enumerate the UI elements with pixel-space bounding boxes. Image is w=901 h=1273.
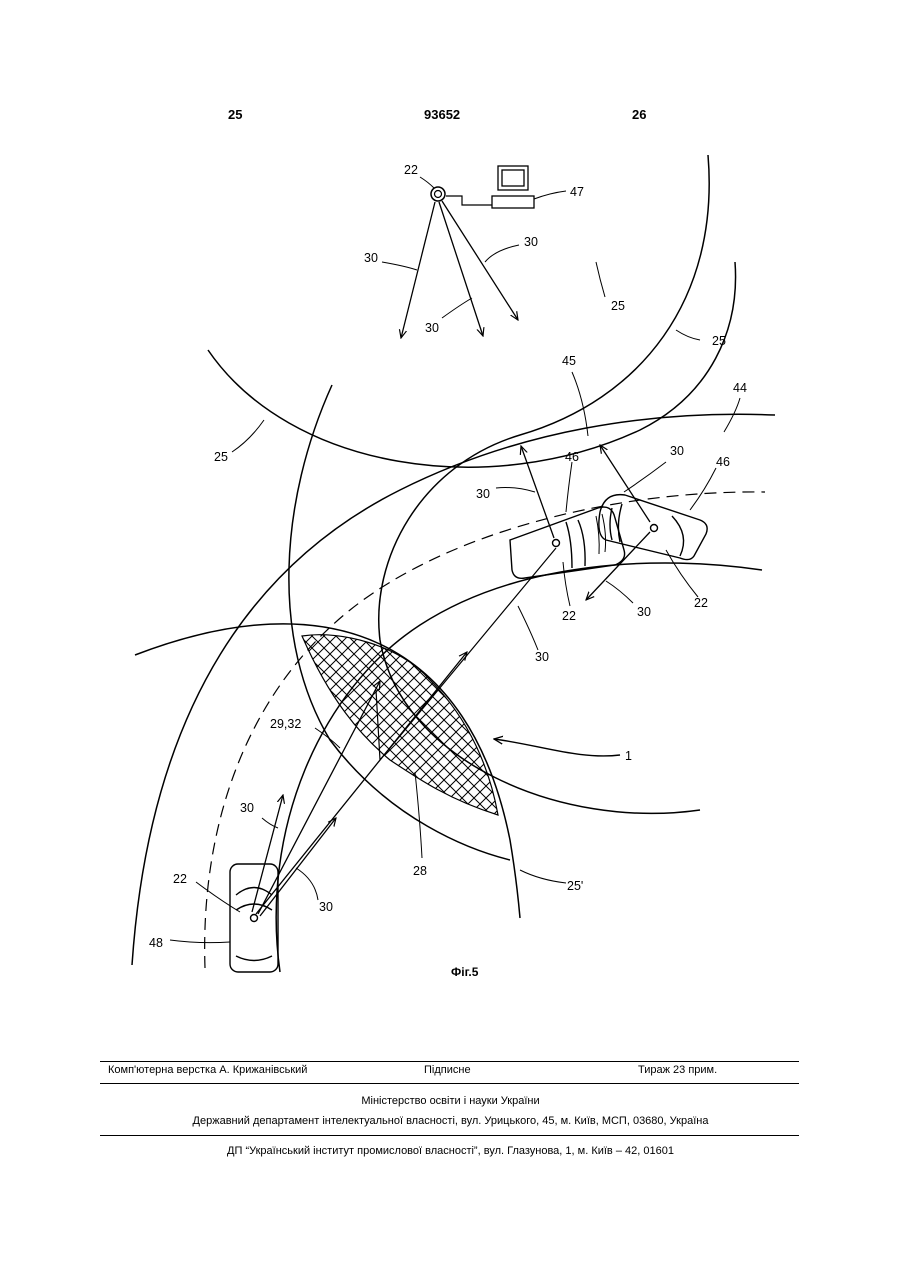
label-30: 30 — [476, 487, 490, 501]
footer-rule-bottom — [100, 1135, 799, 1136]
label-30: 30 — [240, 801, 254, 815]
base-station-22 — [431, 187, 492, 205]
label-30: 30 — [670, 444, 684, 458]
road-outer-edge — [132, 414, 775, 965]
label-30: 30 — [524, 235, 538, 249]
vehicle-46-left — [510, 507, 625, 578]
label-28: 28 — [413, 864, 427, 878]
signal-arrow — [442, 201, 518, 320]
label-22: 22 — [694, 596, 708, 610]
figure-caption: Фіг.5 — [451, 965, 478, 979]
footer-signed: Підписне — [424, 1064, 471, 1076]
label-25-prime: 25' — [567, 879, 583, 893]
label-45: 45 — [562, 354, 576, 368]
computer-icon — [492, 166, 534, 208]
footer-composer: Комп'ютерна верстка А. Крижанівський — [108, 1064, 307, 1076]
signal-arrow — [600, 445, 650, 522]
footer-ministry: Міністерство освіти і науки України — [0, 1095, 901, 1107]
label-47: 47 — [570, 185, 584, 199]
label-44: 44 — [733, 381, 747, 395]
signal-arrow — [258, 681, 380, 914]
footer-circulation: Тираж 23 прим. — [638, 1064, 717, 1076]
label-30: 30 — [637, 605, 651, 619]
label-46: 46 — [565, 450, 579, 464]
label-46: 46 — [716, 455, 730, 469]
label-25: 25 — [712, 334, 726, 348]
arrow-1 — [494, 739, 620, 756]
footer-rule-top — [100, 1061, 799, 1062]
label-22-top: 22 — [404, 163, 418, 177]
signal-arrow — [401, 202, 435, 338]
label-48: 48 — [149, 936, 163, 950]
label-30: 30 — [535, 650, 549, 664]
label-22: 22 — [562, 609, 576, 623]
patent-figure-5: 22 47 30 30 30 25 25 25 45 44 30 46 46 3… — [0, 0, 901, 1000]
label-30: 30 — [364, 251, 378, 265]
label-30: 30 — [425, 321, 439, 335]
coverage-circle-top — [208, 262, 736, 467]
label-30: 30 — [319, 900, 333, 914]
label-25: 25 — [611, 299, 625, 313]
overlap-zone-28 — [302, 635, 498, 815]
vehicle-48 — [230, 864, 278, 972]
footer-rule-middle — [100, 1083, 799, 1084]
label-29-32: 29,32 — [270, 717, 301, 731]
label-22-bottom: 22 — [173, 872, 187, 886]
label-25: 25 — [214, 450, 228, 464]
label-1: 1 — [625, 749, 632, 763]
footer-department: Державний департамент інтелектуальної вл… — [0, 1115, 901, 1127]
footer-institute: ДП “Український інститут промислової вла… — [0, 1145, 901, 1157]
